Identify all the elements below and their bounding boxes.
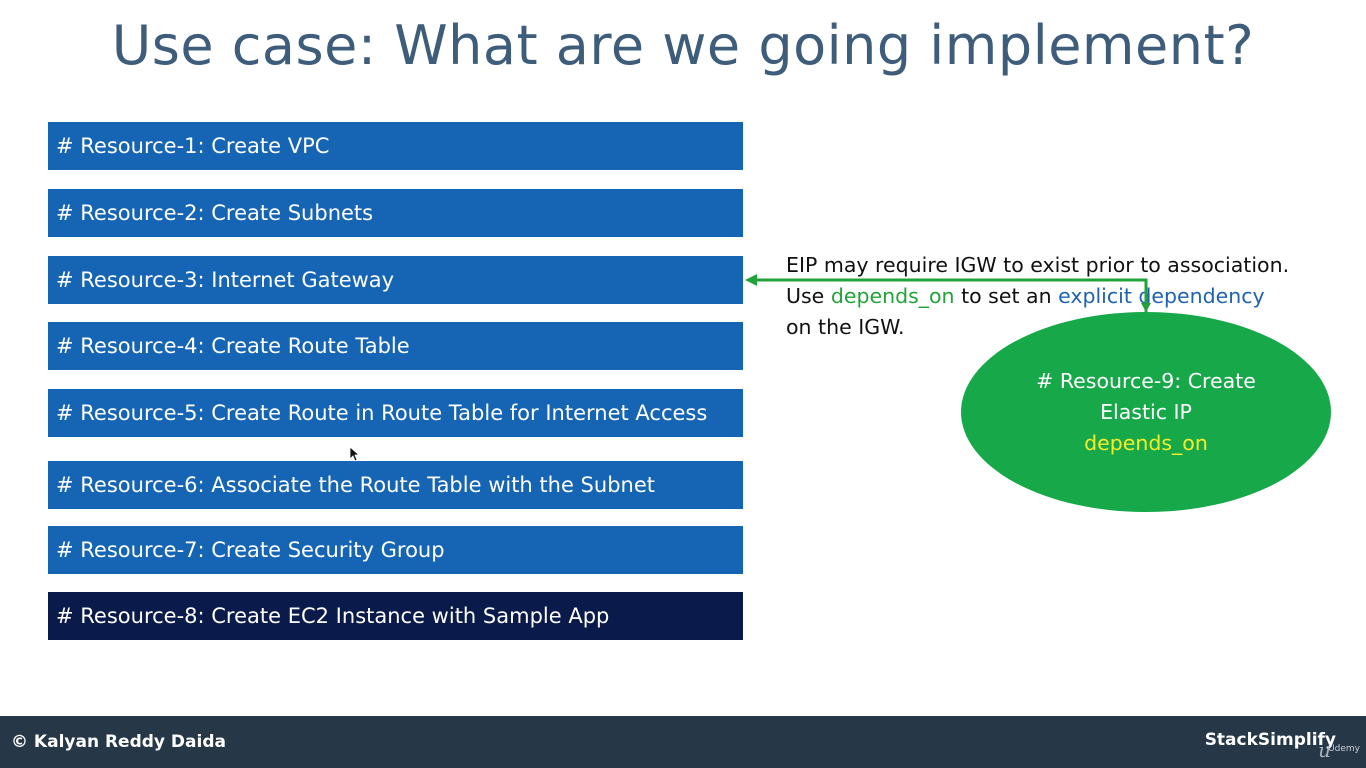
ellipse-line-1: # Resource-9: Create [1036,368,1256,393]
explicit-dependency-text: explicit dependency [1058,284,1265,308]
note-line-2: Use depends_on to set an explicit depend… [786,281,1346,312]
ellipse-line-2: Elastic IP [1100,399,1192,424]
ellipse-depends-on: depends_on [1084,430,1208,455]
resource-9-ellipse: # Resource-9: Create Elastic IP depends_… [961,312,1331,512]
resource-4-box: # Resource-4: Create Route Table [48,322,743,370]
dependency-arrow-head [745,274,757,286]
mouse-pointer-icon [349,446,361,462]
brand-logo: StackSimplify [1204,730,1336,750]
note-line-2-mid: to set an [954,284,1059,308]
note-line-2-prefix: Use [786,284,831,308]
udemy-logo-icon: u [1318,738,1331,762]
note-line-1: EIP may require IGW to exist prior to as… [786,253,1290,277]
depends-on-keyword: depends_on [830,284,955,308]
resource-5-box: # Resource-5: Create Route in Route Tabl… [48,389,743,437]
resource-6-box: # Resource-6: Associate the Route Table … [48,461,743,509]
note-line-3: on the IGW. [786,315,905,339]
resource-3-box: # Resource-3: Internet Gateway [48,256,743,304]
copyright-text: © Kalyan Reddy Daida [11,732,226,752]
udemy-watermark: Udemy [1328,744,1360,754]
slide-title: Use case: What are we going implement? [111,14,1255,77]
resource-7-box: # Resource-7: Create Security Group [48,526,743,574]
resource-8-box: # Resource-8: Create EC2 Instance with S… [48,592,743,640]
resource-2-box: # Resource-2: Create Subnets [48,189,743,237]
footer-bar: © Kalyan Reddy Daida StackSimplify u Ude… [0,716,1366,768]
resource-1-box: # Resource-1: Create VPC [48,122,743,170]
